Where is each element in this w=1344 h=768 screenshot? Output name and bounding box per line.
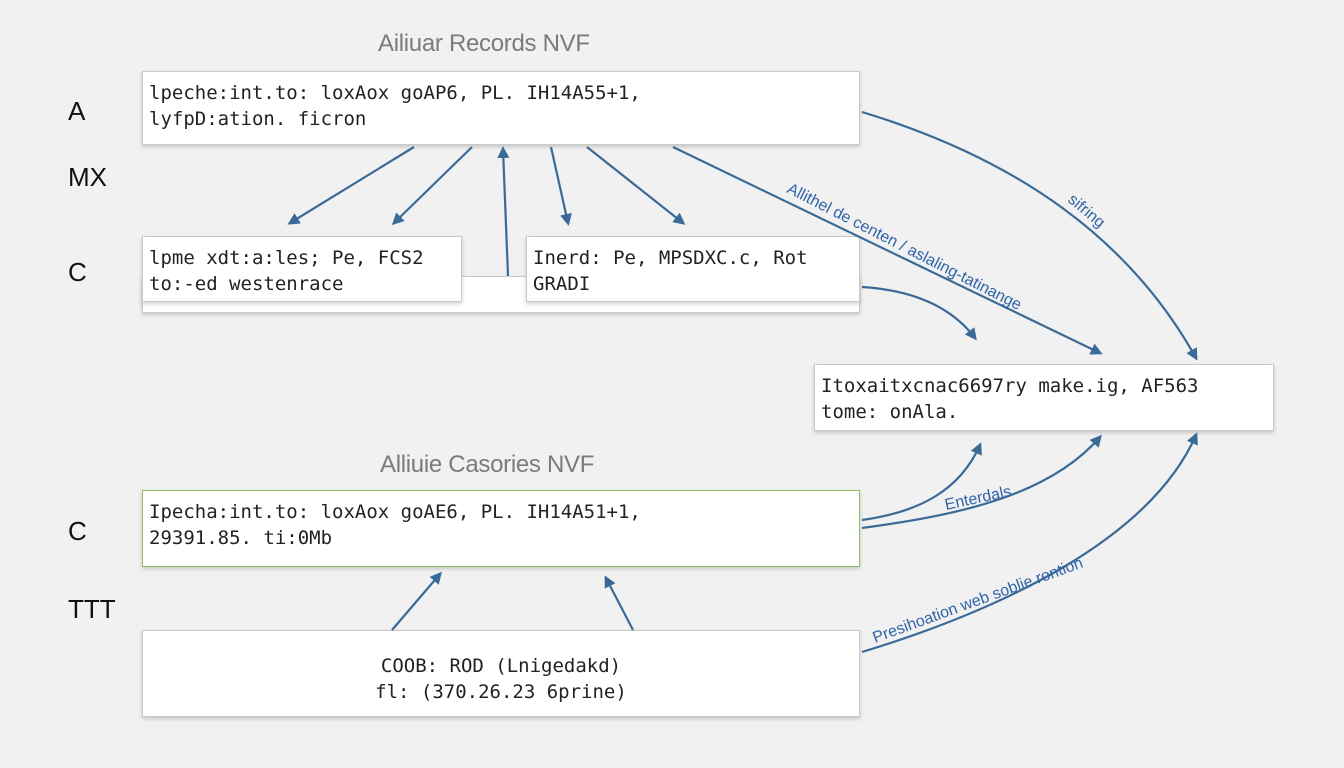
row-label-mx: MX [68, 162, 107, 192]
right-mid-line2: GRADI [533, 273, 591, 295]
top-record-line1: lpeche:int.to: loxAox goAP6, PL. IH14A55… [149, 82, 641, 104]
far-right-line1: Itoxaitxcnac6697ry make.ig, AF563 [821, 375, 1199, 397]
arrow-top-to-right-2 [586, 146, 686, 225]
green-record-line2: 29391.85. ti:0Mb [149, 527, 333, 549]
arrow-top-to-right-1 [549, 146, 572, 226]
row-label-c1: C [68, 257, 87, 287]
bottom-box: COOB: ROD (Lnigedakd) fl: (370.26.23 6pr… [142, 630, 860, 717]
left-mid-box: lpme xdt:a:les; Pe, FCS2 to:-ed westenra… [142, 236, 462, 302]
arrow-top-right-curve [861, 110, 1198, 361]
row-label-a: A [68, 96, 86, 126]
green-record-line1: Ipecha:int.to: loxAox goAE6, PL. IH14A51… [149, 501, 641, 523]
right-mid-line1: Inerd: Pe, MPSDXC.c, Rot [533, 247, 808, 269]
arrow-top-to-left-1 [287, 146, 415, 225]
edge-label-enterdals: Enterdals [943, 483, 1013, 514]
far-right-line2: tome: onAla. [821, 401, 959, 423]
row-label-c2: C [68, 516, 87, 546]
middle-title: Alliuie Casories NVF [380, 451, 595, 478]
top-title: Ailiuar Records NVF [378, 30, 590, 57]
arrow-diagonal-long [672, 146, 1103, 355]
top-record-box: lpeche:int.to: loxAox goAP6, PL. IH14A55… [142, 71, 860, 145]
arrow-green-to-far-2 [861, 434, 1102, 530]
top-record-line2: lyfpD:ation. ficron [149, 108, 367, 130]
left-mid-line1: lpme xdt:a:les; Pe, FCS2 [149, 247, 424, 269]
arrow-bottom-to-far [861, 432, 1198, 654]
arrow-up-to-top [497, 146, 510, 277]
arrow-bottom-to-green-1 [391, 571, 442, 631]
row-label-ttt: TTT [68, 594, 116, 624]
arrow-green-to-far-1 [861, 442, 982, 522]
arrow-rightmid-to-far [861, 285, 977, 341]
arrow-bottom-to-green-2 [604, 575, 634, 631]
bottom-line1: COOB: ROD (Lnigedakd) [380, 655, 622, 677]
edge-label-presihoation: Presihoation web soblie rontion [871, 555, 1086, 647]
arrow-top-to-left-2 [391, 146, 473, 226]
bottom-line2: fl: (370.26.23 6prine) [375, 681, 627, 703]
right-mid-box: Inerd: Pe, MPSDXC.c, Rot GRADI [526, 236, 860, 302]
left-mid-line2: to:-ed westenrace [149, 273, 344, 295]
green-record-box: Ipecha:int.to: loxAox goAE6, PL. IH14A51… [142, 490, 860, 567]
far-right-box: Itoxaitxcnac6697ry make.ig, AF563 tome: … [814, 364, 1274, 431]
